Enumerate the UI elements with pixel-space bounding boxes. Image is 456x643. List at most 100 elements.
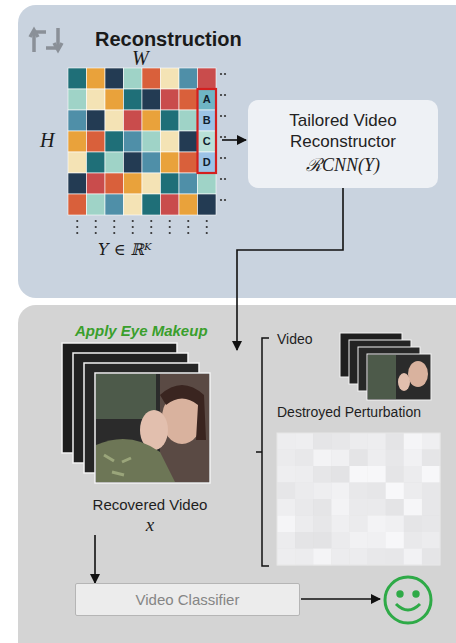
classifier-arrow (301, 598, 380, 600)
noise-tile (368, 483, 386, 500)
noise-tile (331, 549, 349, 566)
noise-tile (368, 466, 386, 483)
noise-tile (386, 483, 404, 500)
noise-tile (404, 466, 422, 483)
grid-cell (161, 89, 180, 110)
noise-tile (331, 450, 349, 467)
noise-tile (295, 549, 313, 566)
drawing-part (30, 30, 38, 37)
grid-cell (179, 89, 198, 110)
noise-tile (331, 466, 349, 483)
cell-label: D (198, 152, 217, 173)
ellipsis-dot (150, 226, 152, 228)
ellipsis-dot (132, 226, 134, 228)
grid-cell (105, 110, 124, 131)
noise-tile (404, 549, 422, 566)
grid-cell (198, 131, 217, 152)
bracket (256, 338, 269, 566)
noise-tile (277, 466, 295, 483)
grid-cell (68, 68, 87, 89)
ellipsis-dot (95, 232, 97, 234)
noise-tile (386, 549, 404, 566)
drawing-part (96, 439, 175, 482)
noise-tile (422, 450, 440, 467)
grid-cell (161, 68, 180, 89)
grid-cell (87, 110, 106, 131)
ellipsis-dot (187, 232, 189, 234)
noise-tile (386, 532, 404, 549)
ellipsis-dot (224, 136, 226, 138)
drawing-part (96, 374, 156, 419)
drawing-part (396, 604, 420, 610)
grid-cell (68, 110, 87, 131)
grid-cell (179, 194, 198, 215)
grid-cell (105, 173, 124, 194)
noise-tile (422, 532, 440, 549)
ellipsis-dot (187, 226, 189, 228)
ellipsis-dot (220, 94, 222, 96)
ellipsis-dot (206, 220, 208, 222)
ellipsis-dot (95, 226, 97, 228)
noise-tile (295, 499, 313, 516)
noise-tile (313, 532, 331, 549)
grid-cell (68, 152, 87, 173)
grid-cell (124, 131, 143, 152)
noise-tile (349, 499, 367, 516)
grid-cell (68, 89, 87, 110)
noise-tile (331, 532, 349, 549)
noise-tile (313, 450, 331, 467)
drawing-part (368, 355, 396, 399)
ellipsis-dot (220, 136, 222, 138)
grid-cell (124, 173, 143, 194)
ellipsis-dot (206, 226, 208, 228)
tensor-grid (68, 68, 216, 215)
noise-tile (295, 466, 313, 483)
dimension-label: W (132, 46, 149, 70)
cell-label: C (198, 131, 217, 152)
ellipsis-dot (169, 226, 171, 228)
grid-cell (124, 110, 143, 131)
noise-tile (277, 499, 295, 516)
grid-cell (87, 68, 106, 89)
item-label: Video (277, 331, 313, 348)
grid-cell (179, 173, 198, 194)
grid-cell (124, 68, 143, 89)
grid-cell (179, 68, 198, 89)
grid-cell (105, 131, 124, 152)
grid-cell (68, 173, 87, 194)
noise-tile (349, 532, 367, 549)
grid-cell (161, 131, 180, 152)
drawing-part (104, 455, 131, 475)
noise-tile (295, 450, 313, 467)
noise-tile (386, 516, 404, 533)
action-label: Apply Eye Makeup (75, 322, 208, 340)
ellipsis-dot (76, 220, 78, 222)
ellipsis-dot (187, 220, 189, 222)
cell-label: A (198, 89, 217, 110)
grid-cell (105, 89, 124, 110)
grid-cell (142, 131, 161, 152)
noise-tile (349, 483, 367, 500)
ellipsis-dot (150, 232, 152, 234)
grid-cell (87, 89, 106, 110)
classifier-box: Video Classifier (75, 583, 300, 616)
ellipsis-dot (113, 226, 115, 228)
video-stack (62, 343, 210, 483)
noise-tile (368, 450, 386, 467)
grid-cell (161, 173, 180, 194)
noise-tile (313, 499, 331, 516)
noise-tile (404, 516, 422, 533)
noise-tile (313, 433, 331, 450)
grid-cell (161, 194, 180, 215)
grid-cell (68, 194, 87, 215)
noise-tile (404, 532, 422, 549)
grid-cell (198, 68, 217, 89)
math-label: ℛCNN(Y) (306, 155, 380, 177)
noise-tile (349, 433, 367, 450)
grid-cell (198, 152, 217, 173)
noise-tile (313, 516, 331, 533)
noise-tile (277, 516, 295, 533)
noise-tile (295, 532, 313, 549)
